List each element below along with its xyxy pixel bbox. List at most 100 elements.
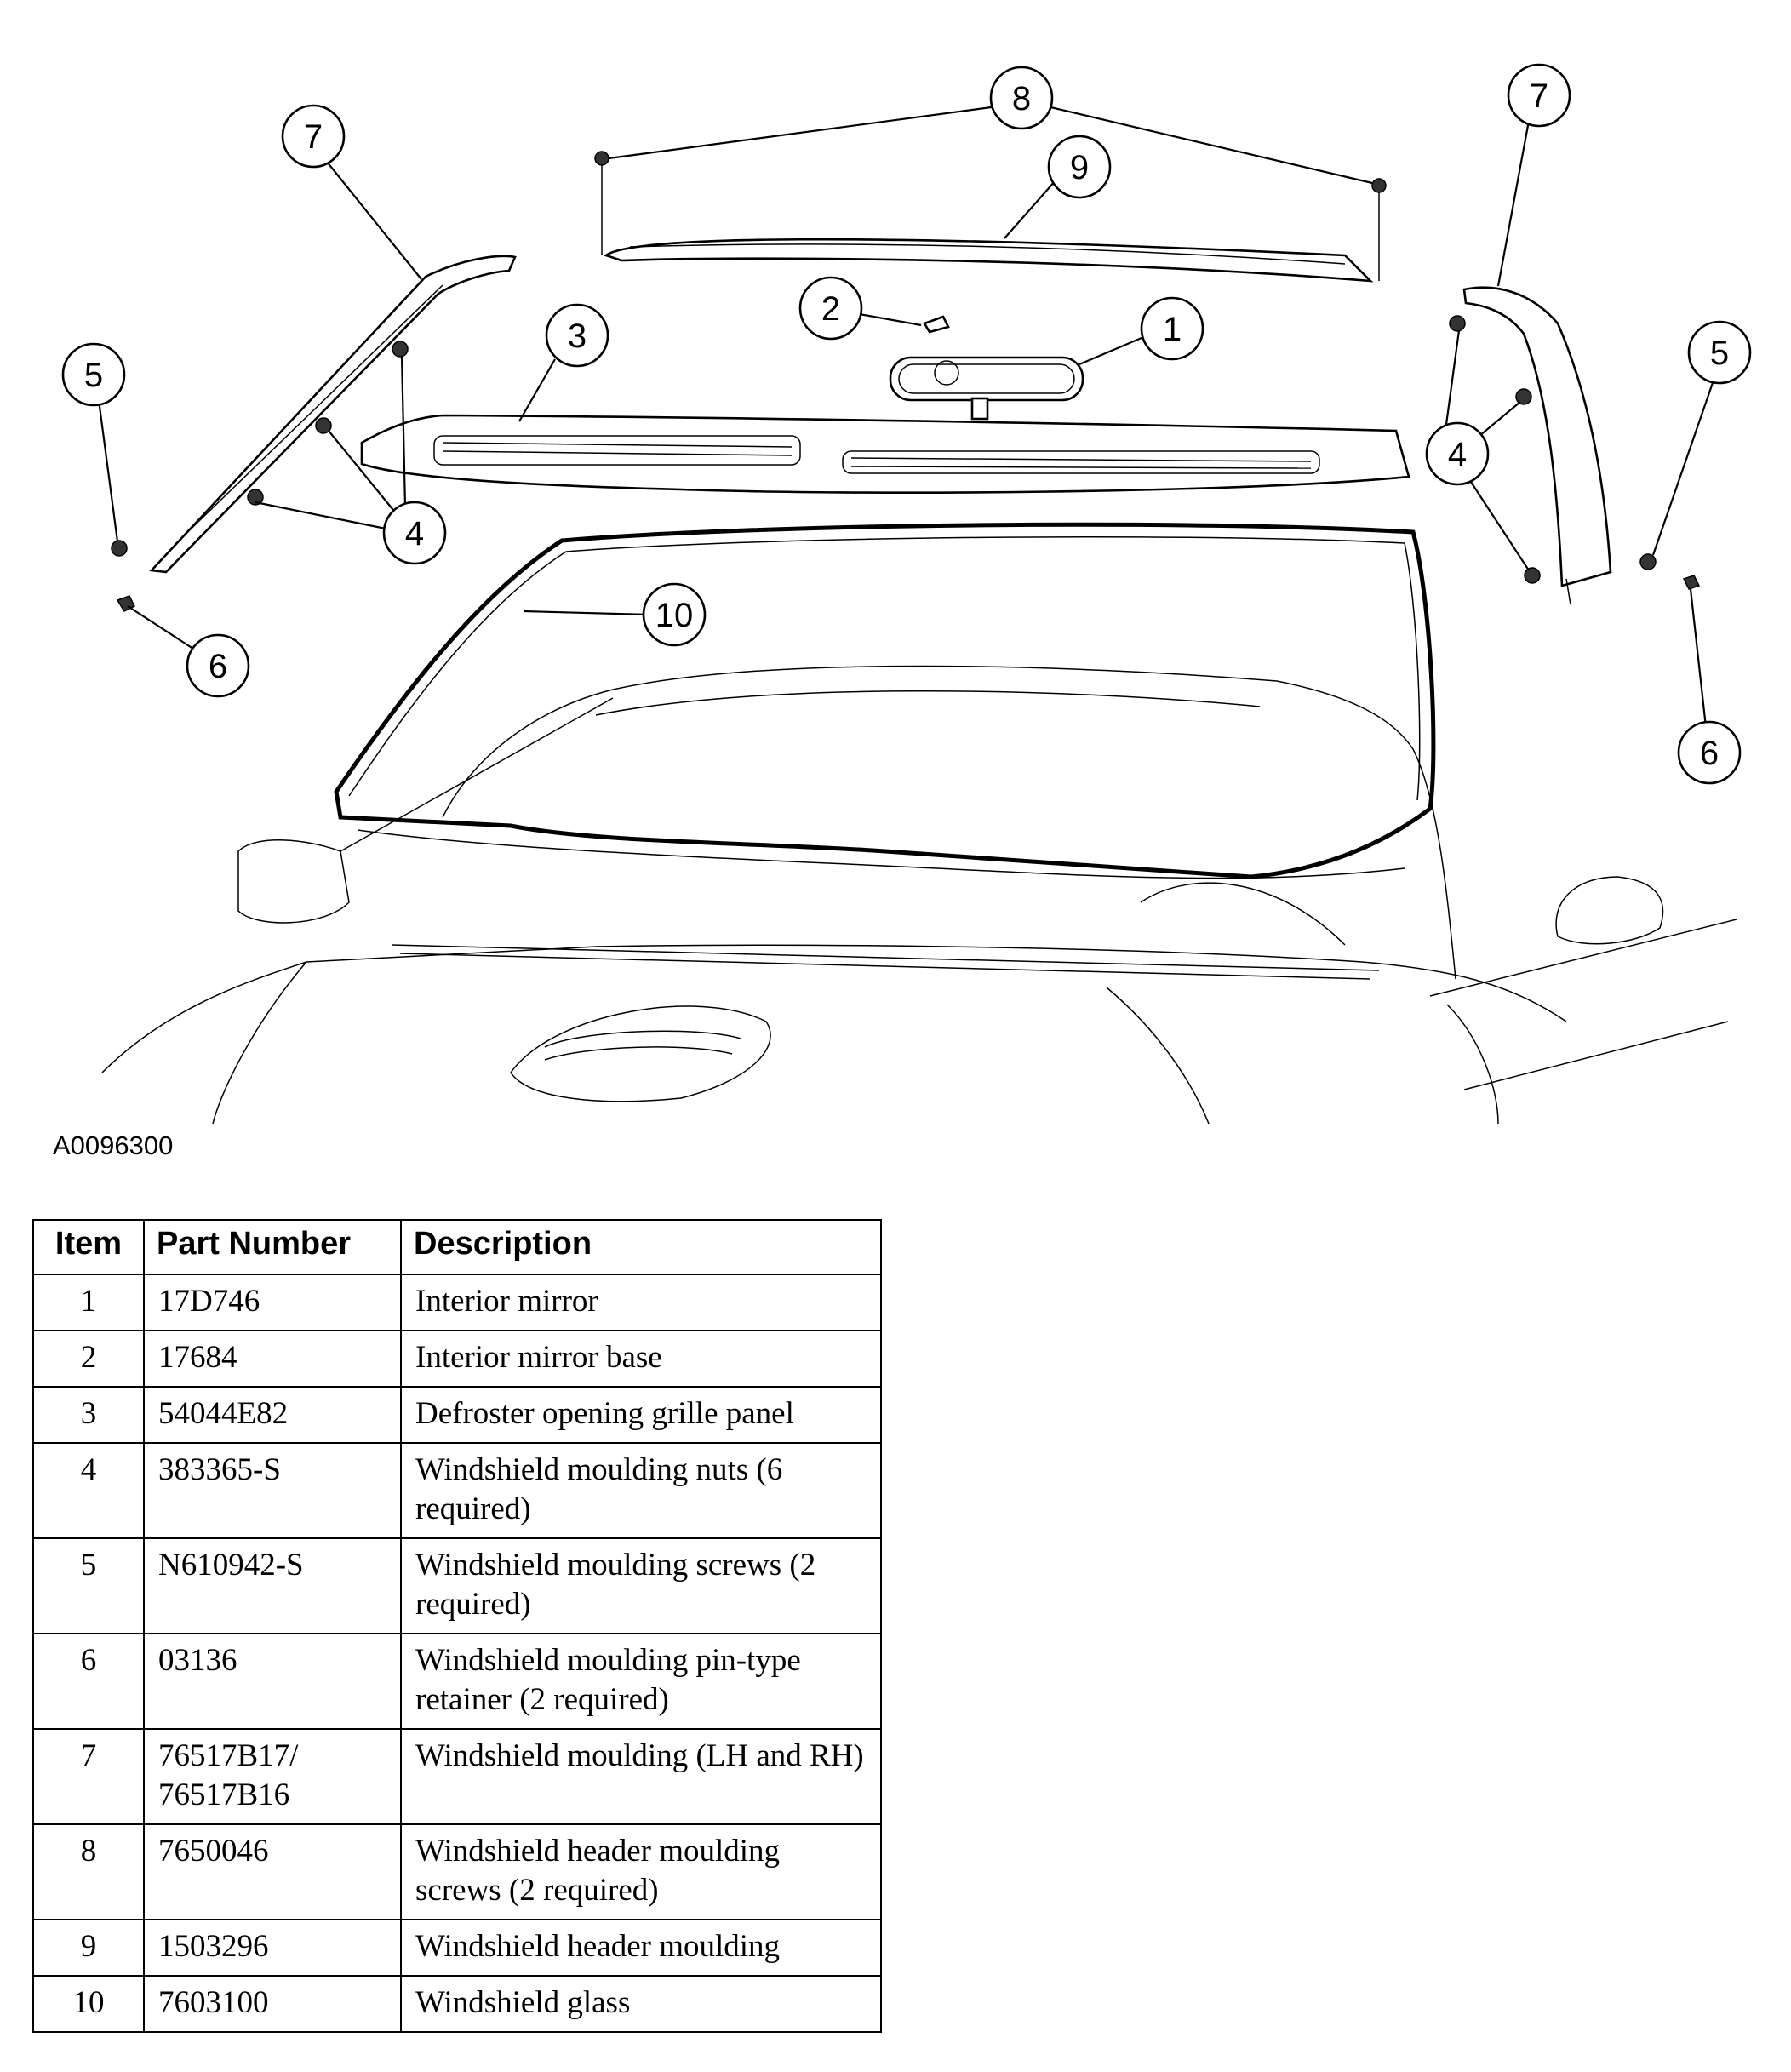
callout-circle xyxy=(989,66,1054,130)
table-row: 6 03136 Windshield moulding pin-type ret… xyxy=(32,1633,882,1730)
description: Windshield moulding (LH and RH) xyxy=(400,1728,882,1825)
windshield-exploded-diagram: 7 8 9 7 2 1 3 5 5 4 4 10 6 6 xyxy=(61,63,1752,1125)
item-number: 3 xyxy=(32,1386,145,1444)
item-number: 1 xyxy=(32,1274,145,1331)
part-number: 54044E82 xyxy=(143,1386,402,1444)
table-row: 4 383365-S Windshield moulding nuts (6 r… xyxy=(32,1442,882,1539)
callout-circle xyxy=(1047,135,1112,199)
callout-4: 4 xyxy=(1425,421,1490,486)
item-number: 9 xyxy=(32,1919,145,1977)
part-number: N610942-S xyxy=(143,1537,402,1634)
header-description: Description xyxy=(400,1219,882,1275)
defroster-grille-panel xyxy=(360,414,1410,494)
callout-6: 6 xyxy=(1677,720,1742,785)
interior-mirror-base xyxy=(923,315,950,334)
description: Interior mirror base xyxy=(400,1330,882,1388)
callout-1: 1 xyxy=(1140,296,1204,361)
interior-mirror xyxy=(889,356,1084,421)
table-row: 2 17684 Interior mirror base xyxy=(32,1330,882,1388)
callout-circle xyxy=(1687,320,1752,385)
callout-2: 2 xyxy=(798,276,863,341)
callout-circle xyxy=(545,303,609,368)
table-row: 5 N610942-S Windshield moulding screws (… xyxy=(32,1537,882,1634)
callout-label: 4 xyxy=(1448,436,1467,473)
table-row: 9 1503296 Windshield header moulding xyxy=(32,1919,882,1977)
callout-label: 3 xyxy=(568,318,587,355)
item-number: 4 xyxy=(32,1442,145,1539)
windshield-moulding-rh xyxy=(1462,286,1612,605)
callout-circle xyxy=(61,342,126,407)
windshield-moulding-nuts xyxy=(247,315,1541,584)
parts-table: Item Part Number Description 1 17D746 In… xyxy=(32,1219,882,2033)
callout-label: 10 xyxy=(655,597,694,634)
callout-label: 4 xyxy=(405,515,424,552)
callout-label: 5 xyxy=(1710,335,1729,372)
description: Windshield glass xyxy=(400,1975,882,2033)
item-number: 6 xyxy=(32,1633,145,1730)
description: Windshield moulding nuts (6 required) xyxy=(400,1442,882,1539)
part-number: 7603100 xyxy=(143,1975,402,2033)
leader-lines xyxy=(97,105,1716,728)
pin-type-retainers xyxy=(116,575,1701,612)
table-header-row: Item Part Number Description xyxy=(32,1219,882,1275)
callout-5: 5 xyxy=(61,342,126,407)
callout-label: 8 xyxy=(1012,80,1031,117)
callout-6: 6 xyxy=(186,633,250,698)
callout-circle xyxy=(1677,720,1742,785)
description: Windshield header moulding screws (2 req… xyxy=(400,1823,882,1920)
windshield-glass xyxy=(334,522,1436,879)
callout-3: 3 xyxy=(545,303,609,368)
figure-id: A0096300 xyxy=(53,1130,174,1160)
callout-8: 8 xyxy=(989,66,1054,130)
callout-label: 1 xyxy=(1163,311,1182,348)
windshield-header-moulding xyxy=(604,238,1374,283)
callout-circle xyxy=(281,104,346,169)
item-number: 5 xyxy=(32,1537,145,1634)
table-row: 10 7603100 Windshield glass xyxy=(32,1975,882,2033)
table-row: 3 54044E82 Defroster opening grille pane… xyxy=(32,1386,882,1444)
callout-9: 9 xyxy=(1047,135,1112,199)
windshield-moulding-screws xyxy=(111,540,1657,570)
item-number: 7 xyxy=(32,1728,145,1825)
car-body-outline xyxy=(101,665,1737,1125)
item-number: 2 xyxy=(32,1330,145,1388)
callout-label: 5 xyxy=(84,357,103,394)
callouts: 7 8 9 7 2 1 3 5 5 4 4 10 6 6 xyxy=(61,63,1752,785)
part-number: 76517B17/ 76517B16 xyxy=(143,1728,402,1825)
header-part-number: Part Number xyxy=(143,1219,402,1275)
part-number: 17D746 xyxy=(143,1274,402,1331)
description: Windshield header moulding xyxy=(400,1919,882,1977)
table-row: 8 7650046 Windshield header moulding scr… xyxy=(32,1823,882,1920)
part-number: 1503296 xyxy=(143,1919,402,1977)
callout-circle xyxy=(382,501,447,565)
callout-circle xyxy=(642,582,707,647)
part-number: 7650046 xyxy=(143,1823,402,1920)
description: Windshield moulding screws (2 required) xyxy=(400,1537,882,1634)
callout-circle xyxy=(1425,421,1490,486)
table-row: 1 17D746 Interior mirror xyxy=(32,1274,882,1331)
callout-circle xyxy=(186,633,250,698)
callout-label: 6 xyxy=(1700,735,1719,772)
table-row: 7 76517B17/ 76517B16 Windshield moulding… xyxy=(32,1728,882,1825)
description: Interior mirror xyxy=(400,1274,882,1331)
callout-label: 6 xyxy=(209,648,227,685)
callout-4: 4 xyxy=(382,501,447,565)
callout-circle xyxy=(1140,296,1204,361)
callout-5: 5 xyxy=(1687,320,1752,385)
item-number: 10 xyxy=(32,1975,145,2033)
callout-7: 7 xyxy=(281,104,346,169)
callout-circle xyxy=(798,276,863,341)
callout-circle xyxy=(1507,63,1571,128)
item-number: 8 xyxy=(32,1823,145,1920)
callout-7: 7 xyxy=(1507,63,1571,128)
description: Defroster opening grille panel xyxy=(400,1386,882,1444)
part-number: 17684 xyxy=(143,1330,402,1388)
callout-label: 7 xyxy=(304,118,323,156)
part-number: 03136 xyxy=(143,1633,402,1730)
header-item: Item xyxy=(32,1219,145,1275)
callout-label: 9 xyxy=(1070,149,1089,186)
callout-label: 7 xyxy=(1530,77,1548,115)
callout-10: 10 xyxy=(642,582,707,647)
windshield-moulding-lh xyxy=(149,255,517,574)
description: Windshield moulding pin-type retainer (2… xyxy=(400,1633,882,1730)
